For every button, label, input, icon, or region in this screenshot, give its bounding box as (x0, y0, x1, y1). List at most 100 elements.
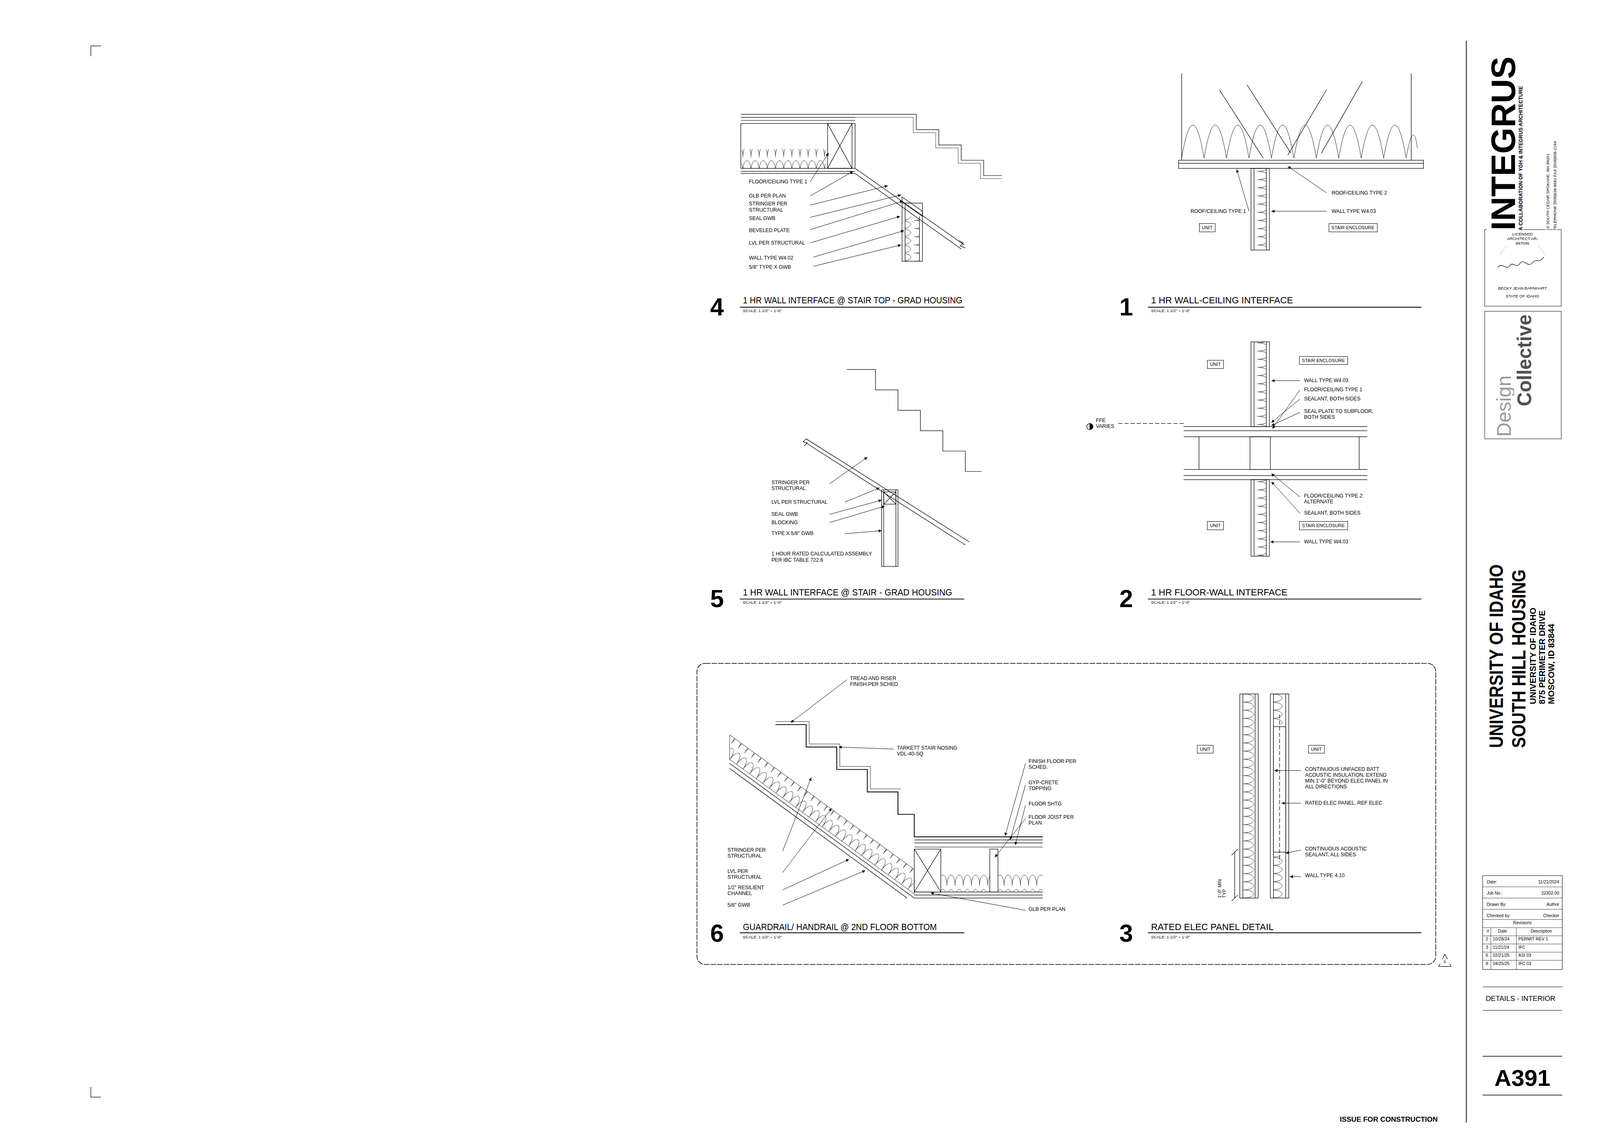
note-label: 02/21/25 (1492, 952, 1510, 958)
note-label: # (1486, 928, 1490, 934)
note-label: TYPE X 5/8" GWB (771, 530, 843, 537)
note-label: 1/2" RESILIENT CHANNEL (727, 884, 781, 897)
note-label: ROOF/CEILING TYPE 2 (1331, 190, 1419, 196)
note-label: STRINGER PER STRUCTURAL (727, 847, 781, 859)
note-label: GLB PER PLAN (1028, 906, 1082, 913)
note-label: ISSUE FOR CONSTRUCTION (1340, 1115, 1438, 1124)
tag-text: UNIT (1210, 361, 1221, 368)
note-label: RATED ELEC PANEL DETAIL (1150, 922, 1274, 932)
note-label: SEAL GWB (771, 511, 828, 518)
note-label: Drawn By: (1486, 902, 1507, 908)
vertical-label: 10 SOUTH CEDAR SPOKANE, WA 99201 (1545, 153, 1550, 231)
note-label: 1 HR WALL INTERFACE @ STAIR - GRAD HOUSI… (742, 587, 953, 598)
note-label: 5/8" TYPE X GWB (749, 264, 811, 270)
note-label: LVL PER STRUCTURAL (727, 868, 781, 880)
note-label: Checked by: (1486, 913, 1511, 919)
note-label: GLB PER PLAN (749, 192, 809, 199)
note-label: LVL PER STRUCTURAL (771, 499, 843, 505)
note-label: SCALE: 1 1/2" = 1'-0" (742, 600, 782, 605)
note-label: 22302.00 (1541, 890, 1560, 896)
note-label: RATED ELEC PANEL, REF ELEC (1305, 800, 1408, 806)
note-label: TARKETT STAIR NOSING VDL-40-SQ (897, 745, 961, 757)
tag-text: STAIR ENCLOSURE (1302, 357, 1345, 364)
note-label: 1 HOUR RATED CALCULATED ASSEMBLY PER IBC… (771, 550, 874, 563)
note-label: FLOOR/CEILING TYPE 2: ALTERNATE (1304, 492, 1386, 505)
tag-text: STAIR ENCLOSURE (1331, 225, 1375, 231)
note-label: SCALE: 1 1/2" = 1'-0" (1150, 934, 1190, 940)
note-label: 04/25/25 (1492, 961, 1510, 967)
note-label: ROOF/CEILING TYPE 1 (1190, 208, 1246, 215)
note-label: Checker (1543, 913, 1560, 919)
note-label: 5/8" GWB (727, 902, 781, 908)
tag-text: UNIT (1200, 746, 1211, 753)
note-label: IFC (1518, 945, 1526, 950)
note-label: SEAL PLATE TO SUBFLOOR, BOTH SIDES (1304, 408, 1386, 420)
note-label: LVL PER STRUCTURAL (749, 240, 809, 246)
note-label: 3 (1485, 945, 1489, 950)
note-label: Job No.: (1486, 890, 1503, 896)
note-label: 4 (710, 295, 724, 320)
note-label: FLOOR JOIST PER PLAN (1028, 814, 1078, 826)
note-label: 6 (710, 921, 724, 946)
note-label: Date (1497, 928, 1508, 934)
note-label: STATE OF IDAHO (1486, 293, 1558, 299)
vertical-label: Design (1493, 375, 1515, 437)
note-label: GYP-CRETE TOPPING (1028, 779, 1078, 792)
note-label: Revisions (1491, 920, 1553, 926)
room-tag: STAIR ENCLOSURE (1328, 223, 1378, 233)
note-label: 11/21/24 (1492, 945, 1510, 950)
note-label: SCALE: 1 1/2" = 1'-0" (742, 308, 782, 313)
note-label: FLOOR SHTG (1028, 800, 1078, 807)
note-label: SEALANT, BOTH SIDES (1304, 510, 1402, 516)
note-label: 3 (1119, 921, 1134, 946)
note-label: 1 HR WALL-CEILING INTERFACE (1150, 295, 1293, 305)
note-label: SEAL GWB (749, 215, 809, 222)
vertical-label: SOUTH HILL HOUSING (1509, 569, 1529, 749)
note-label: 11/21/2024 (1537, 879, 1560, 885)
room-tag: UNIT (1308, 745, 1325, 754)
note-label: ASI 03 (1518, 952, 1532, 958)
note-label: A391 (1486, 1066, 1558, 1090)
note-label: 10/28/24 (1492, 936, 1510, 942)
note-label: WALL TYPE W4.02 (749, 255, 811, 261)
note-label: 2 (1119, 586, 1134, 612)
note-label: 6 (1485, 952, 1489, 958)
note-label: 1 HR FLOOR-WALL INTERFACE (1150, 587, 1288, 598)
note-label: 8 (1485, 961, 1489, 967)
note-label: 6 (1440, 959, 1450, 964)
vertical-label: TELEPHONE (509)838-8681 FAX (509)838-219… (1552, 141, 1558, 231)
note-label: SEALANT, BOTH SIDES (1304, 395, 1402, 402)
note-label: PERMIT REV 1 (1518, 936, 1548, 942)
note-label: WALL TYPE 4.10 (1305, 872, 1387, 879)
tag-text: STAIR ENCLOSURE (1302, 522, 1345, 529)
note-label: WALL TYPE W4.03 (1331, 208, 1419, 215)
note-label: CONTINUOUS ACOUSTIC SEALANT, ALL SIDES (1305, 845, 1379, 858)
note-label: Date: (1486, 879, 1498, 885)
note-label: FLOOR/CEILING TYPE 1 (749, 178, 809, 185)
note-label: SCALE: 1 1/2" = 1'-0" (1150, 600, 1190, 605)
vertical-label: UNIVERSITY OF IDAHO (1486, 564, 1507, 748)
vertical-label: A COLLABORATION OF YGH & INTEGRUS ARCHIT… (1518, 86, 1524, 231)
vertical-label: MOSCOW, ID 83844 (1547, 623, 1556, 705)
note-label: CONTINUOUS UNFACED BATT ACOUSTIC INSULAT… (1305, 766, 1389, 790)
note-label: WALL TYPE W4.03 (1304, 377, 1402, 384)
note-label: LICENSED ARCHITECT AR-987046 (1505, 231, 1540, 246)
note-label: BECKY JEAN BARNHART (1486, 285, 1558, 291)
note-label: 2 (1485, 936, 1489, 942)
note-label: TREAD AND RISER FINISH PER SCHED (850, 675, 907, 688)
room-tag: STAIR ENCLOSURE (1299, 356, 1348, 365)
tag-text: UNIT (1210, 522, 1221, 529)
note-label: FLOOR/CEILING TYPE 1 (1304, 386, 1402, 393)
note-label: GUARDRAIL/ HANDRAIL @ 2ND FLOOR BOTTOM (742, 922, 937, 932)
vertical-label: UNIVERSITY OF IDAHO (1528, 607, 1538, 705)
tag-text: UNIT (1311, 746, 1323, 753)
note-label: STRINGER PER STRUCTURAL (771, 479, 828, 492)
room-tag: UNIT (1199, 223, 1216, 233)
room-tag: STAIR ENCLOSURE (1299, 521, 1348, 530)
note-label: SCALE: 1 1/2" = 1'-0" (1150, 308, 1190, 313)
note-label: FINISH FLOOR PER SCHED. (1028, 758, 1078, 770)
note-label: 5 (710, 586, 724, 612)
vertical-label: 1'-0" MIN TYP (1217, 869, 1227, 899)
